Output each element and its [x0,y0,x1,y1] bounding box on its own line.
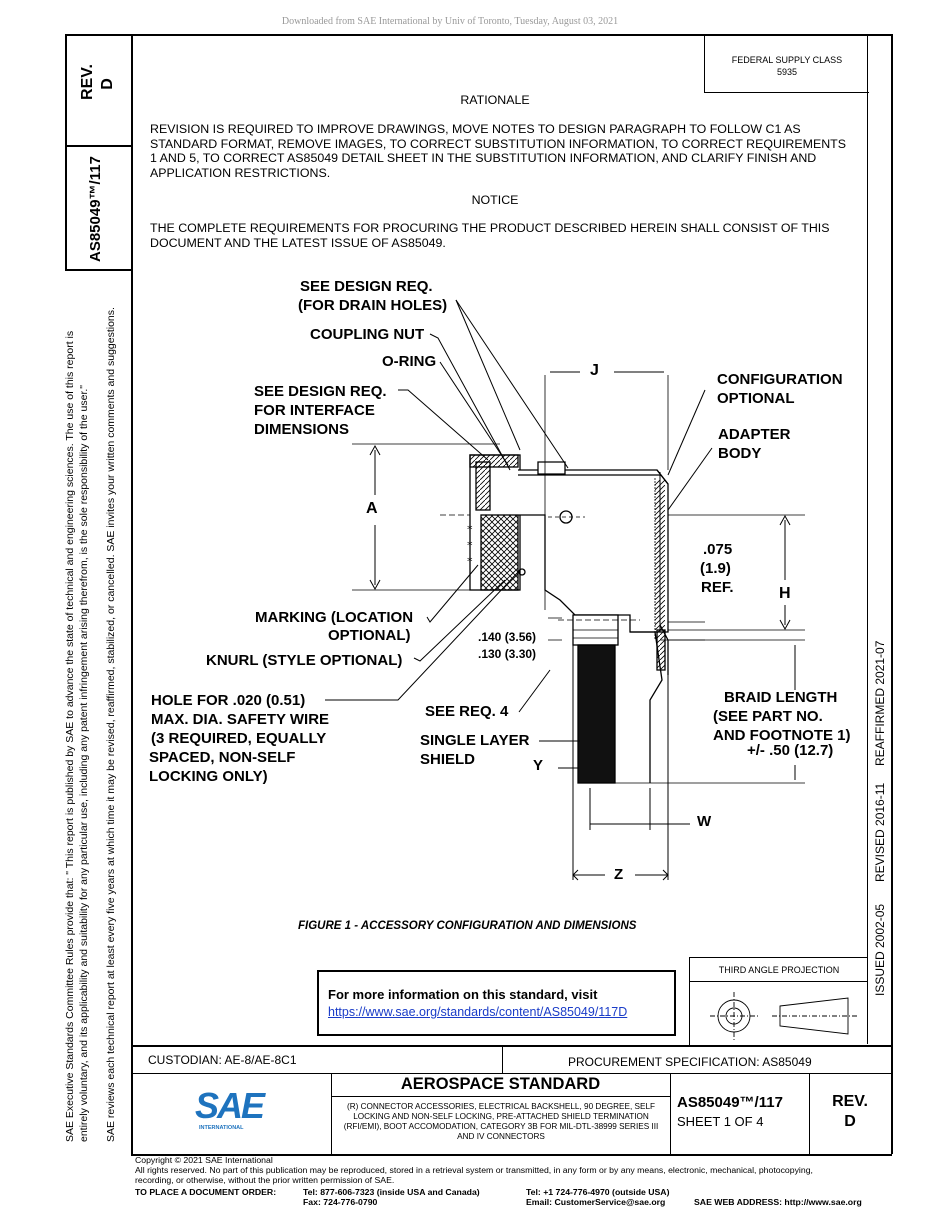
frame-bottom [131,1154,892,1156]
label-adapter-2: BODY [718,445,762,462]
projection-box: THIRD ANGLE PROJECTION [689,957,868,1046]
svg-text:*: * [467,555,473,568]
rationale-body: REVISION IS REQUIRED TO IMPROVE DRAWINGS… [150,122,846,180]
figure-caption: FIGURE 1 - ACCESSORY CONFIGURATION AND D… [298,920,637,932]
label-knurl: KNURL (STYLE OPTIONAL) [206,652,403,669]
label-braid-1: BRAID LENGTH [724,689,838,706]
footer-fax: Fax: 724-776-0790 [303,1197,378,1207]
tb-rev-label: REV. [832,1093,868,1110]
footer-rights-2: recording, or otherwise, without the pri… [135,1175,395,1185]
projection-symbol-icon [710,992,858,1040]
frame-right [891,34,893,1154]
frame-left [131,34,133,1154]
rationale-heading: RATIONALE [460,93,530,107]
label-hole-2: MAX. DIA. SAFETY WIRE [151,711,330,728]
tb-custodian-divider [502,1045,503,1073]
label-design-drain-1: SEE DESIGN REQ. [300,278,433,295]
side-box-divider [65,145,132,147]
procurement-spec: PROCUREMENT SPECIFICATION: AS85049 [568,1055,812,1069]
label-marking-2: OPTIONAL) [328,627,411,644]
label-hole-4: SPACED, NON-SELF [149,749,296,766]
label-coupling-nut: COUPLING NUT [310,326,425,343]
label-design-interface-2: FOR INTERFACE [254,402,375,419]
label-dim-j: J [590,362,599,379]
label-dim-z: Z [614,866,624,883]
svg-text:*: * [467,539,473,552]
tb-rev-divider [809,1073,810,1155]
footer-tel-intl: Tel: +1 724-776-4970 (outside USA) [526,1187,670,1197]
tb-sheet: SHEET 1 OF 4 [677,1114,764,1129]
label-config-2: OPTIONAL [717,390,795,407]
label-hole-3: (3 REQUIRED, EQUALLY [151,730,327,747]
label-dim-h: H [779,585,791,602]
label-braid-4: +/- .50 (12.7) [747,742,834,759]
projection-divider [690,981,868,982]
tb-logo-divider [331,1073,332,1155]
footer-tel-usa: Tel: 877-606-7323 (inside USA and Canada… [303,1187,480,1197]
knurl-area [480,514,519,591]
svg-text:*: * [467,523,473,536]
federal-supply-box: FEDERAL SUPPLY CLASS 5935 [704,34,869,93]
standard-type: AEROSPACE STANDARD [400,1075,601,1093]
label-dim-a: A [366,500,378,517]
info-box-title: For more information on this standard, v… [328,987,598,1002]
tb-top [131,1045,892,1047]
label-design-drain-2: (FOR DRAIN HOLES) [298,297,448,314]
info-box: For more information on this standard, v… [317,970,676,1036]
tb-doc-number: AS85049™/117 [677,1094,783,1111]
sae-logo-mark: SAE [195,1085,265,1126]
footer-order-label: TO PLACE A DOCUMENT ORDER: [135,1187,277,1197]
download-notice: Downloaded from SAE International by Uni… [281,16,619,27]
label-config-1: CONFIGURATION [717,371,843,388]
footer-rights: All rights reserved. No part of this pub… [135,1165,813,1175]
label-dim-y: Y [533,757,544,774]
label-dim-140: .140 (3.56) [478,630,537,644]
label-design-interface-3: DIMENSIONS [254,421,350,438]
label-braid-3: AND FOOTNOTE 1) [713,727,851,744]
tb-desc-divider [670,1073,671,1155]
notice-body: THE COMPLETE REQUIREMENTS FOR PROCURING … [150,221,830,250]
label-dim-130: .130 (3.30) [478,647,537,661]
label-see-req-4: SEE REQ. 4 [425,703,509,720]
label-dim-w: W [697,813,712,830]
standard-description: (R) CONNECTOR ACCESSORIES, ELECTRICAL BA… [343,1102,659,1141]
federal-supply-line-1: FEDERAL SUPPLY CLASS [731,55,843,65]
federal-supply-line-2: 5935 [776,67,798,77]
custodian: CUSTODIAN: AE-8/AE-8C1 [148,1053,297,1067]
footer-web: SAE WEB ADDRESS: http://www.sae.org [694,1197,862,1207]
projection-label: THIRD ANGLE PROJECTION [718,965,840,975]
footer-email: Email: CustomerService@sae.org [526,1197,666,1207]
label-single-layer-2: SHIELD [420,751,476,768]
label-marking-1: MARKING (LOCATION [255,609,414,626]
label-ref-1: .075 [703,541,733,558]
footer-copyright: Copyright © 2021 SAE International [135,1155,273,1165]
label-hole-5: LOCKING ONLY) [149,768,268,785]
sae-logo-sub: INTERNATIONAL [199,1125,244,1131]
label-design-interface-1: SEE DESIGN REQ. [254,383,387,400]
side-box-bottom [65,269,132,271]
label-ref-2: (1.9) [700,560,731,577]
frame-right-strip [867,34,868,1044]
notice-heading: NOTICE [471,193,519,207]
label-braid-2: (SEE PART NO. [713,708,823,725]
tb-row-divider [131,1073,892,1074]
tb-rev-value: D [844,1113,856,1130]
label-o-ring: O-RING [382,353,437,370]
tb-title-divider [331,1096,670,1097]
braid-shield [577,644,616,784]
frame-top [65,34,892,36]
adapter-body [518,469,669,633]
label-ref-3: REF. [701,579,734,596]
label-single-layer-1: SINGLE LAYER [420,732,530,749]
sae-logo: SAE INTERNATIONAL [195,1088,275,1138]
label-adapter-1: ADAPTER [718,426,791,443]
info-box-link[interactable]: https://www.sae.org/standards/content/AS… [328,1005,628,1019]
side-box-left [65,34,67,270]
label-hole-1: HOLE FOR .020 (0.51) [151,692,306,709]
